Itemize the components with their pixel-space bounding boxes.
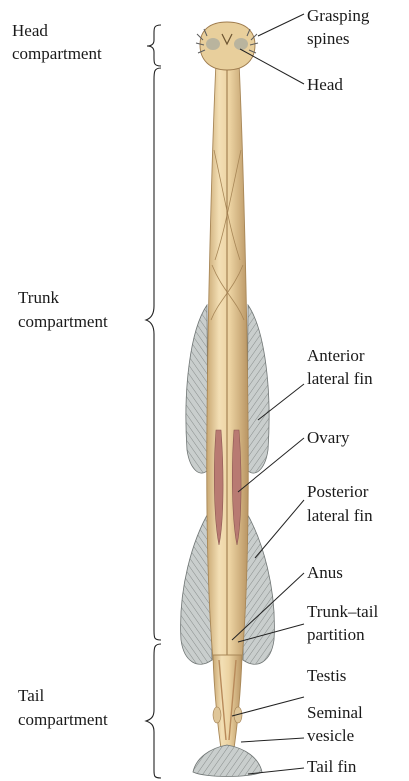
trunk-compartment-label: Trunk compartment	[18, 288, 108, 331]
anterior-lateral-fin-left	[186, 305, 208, 473]
body-tail	[213, 655, 242, 755]
anus-label: Anus	[307, 563, 343, 582]
trunk-compartment-brace	[146, 68, 161, 640]
organism-illustration	[181, 22, 275, 777]
tail-fin-label: Tail fin	[307, 757, 357, 776]
head-compartment-brace	[147, 25, 161, 66]
head-label: Head	[307, 75, 343, 94]
anterior-lateral-fin-right	[247, 305, 269, 473]
posterior-lateral-fin-label: Posterior lateral fin	[307, 482, 373, 525]
trunk-tail-partition-label: Trunk–tail partition	[307, 602, 382, 644]
head-compartment-label: Head compartment	[12, 21, 102, 63]
tail-fin-shape	[193, 745, 262, 777]
testis-label: Testis	[307, 666, 346, 685]
tail-compartment-label: Tail compartment	[18, 686, 108, 729]
tail-compartment-brace	[146, 644, 161, 778]
compartment-braces	[146, 25, 161, 778]
grasping-spines-label: Grasping spines	[307, 6, 374, 48]
anterior-lateral-fin-label: Anterior lateral fin	[307, 346, 373, 388]
seminal-vesicle-left	[213, 707, 221, 723]
seminal-vesicle-label: Seminal vesicle	[307, 703, 367, 745]
ovary-label: Ovary	[307, 428, 350, 447]
